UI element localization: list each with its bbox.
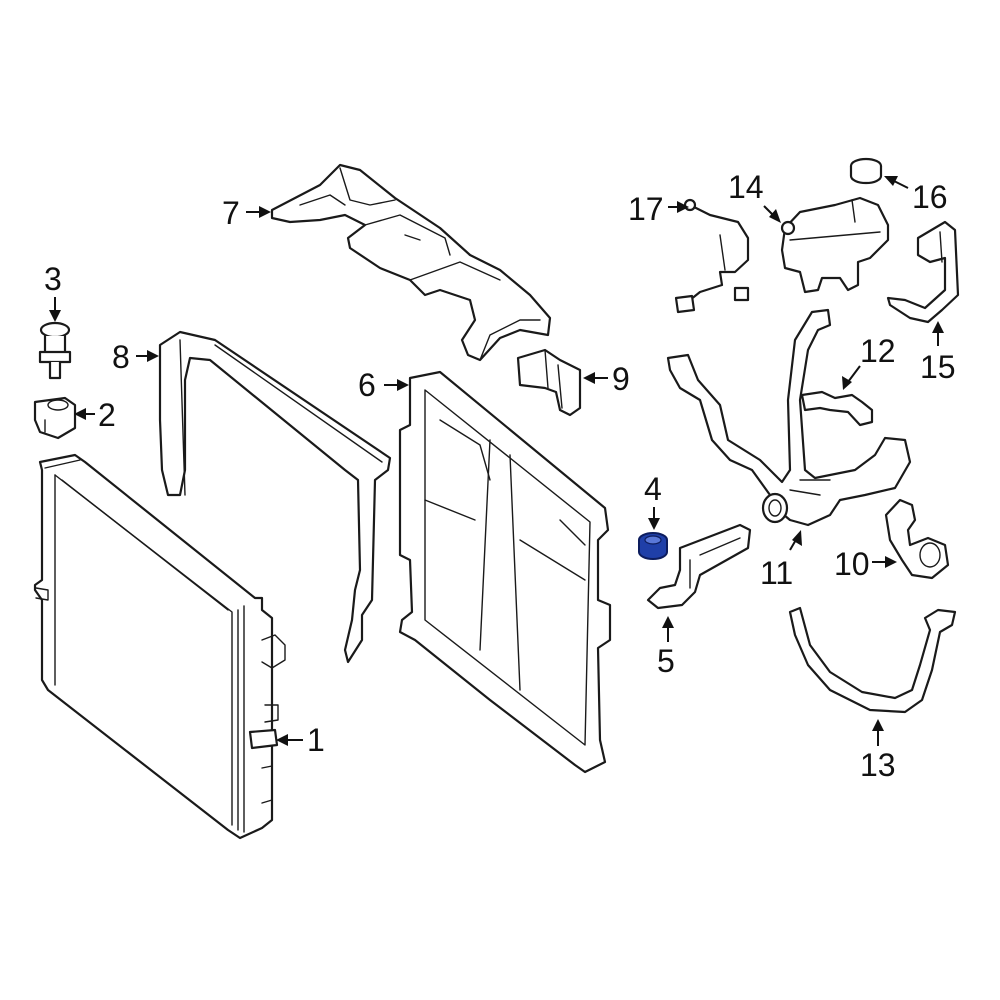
callout-label: 8 [112,339,130,375]
callout-label: 17 [628,191,664,227]
callout-label: 1 [307,722,325,758]
callout-4[interactable]: 4 [644,471,662,530]
part-radiator[interactable] [33,453,286,840]
callout-label: 2 [98,397,116,433]
part-bushing[interactable] [33,396,77,440]
callout-3[interactable]: 3 [44,261,62,322]
part-small-hose[interactable] [800,390,874,427]
part-clip[interactable] [38,321,72,380]
part-expansion-tank[interactable] [780,196,890,294]
part-deflector[interactable] [646,523,752,610]
callout-17[interactable]: 17 [628,191,689,227]
callout-label: 9 [612,361,630,397]
part-cap[interactable] [849,157,883,185]
part-tube-17[interactable] [674,198,750,314]
callout-2[interactable]: 2 [74,397,116,433]
callout-1[interactable]: 1 [276,722,325,758]
callout-11[interactable]: 11 [760,530,802,591]
callout-label: 14 [728,169,764,205]
callout-label: 4 [644,471,662,507]
part-upper-shroud[interactable] [270,163,552,362]
callout-label: 6 [358,367,376,403]
callout-label: 13 [860,747,896,783]
callout-9[interactable]: 9 [583,361,630,397]
callout-7[interactable]: 7 [222,195,271,231]
part-side-seal[interactable] [158,330,392,664]
part-hose-10[interactable] [884,498,950,580]
callout-13[interactable]: 13 [860,719,896,783]
part-main-hose[interactable] [666,308,912,527]
callout-label: 7 [222,195,240,231]
callout-5[interactable]: 5 [657,616,675,679]
callout-label: 15 [920,349,956,385]
part-hose-13[interactable] [788,606,957,714]
callout-8[interactable]: 8 [112,339,159,375]
callout-12[interactable]: 12 [842,333,896,390]
callout-label: 5 [657,643,675,679]
part-bracket[interactable] [516,348,582,417]
callouts: 1 2 3 4 5 6 [44,169,956,783]
callout-16[interactable]: 16 [884,176,948,215]
callout-6[interactable]: 6 [358,367,409,403]
callout-10[interactable]: 10 [834,546,897,582]
callout-label: 12 [860,333,896,369]
callout-14[interactable]: 14 [728,169,781,223]
part-support-frame[interactable] [398,370,612,774]
part-tank-bracket[interactable] [886,220,960,324]
callout-label: 16 [912,179,948,215]
callout-label: 3 [44,261,62,297]
callout-15[interactable]: 15 [920,321,956,385]
callout-label: 11 [760,555,793,591]
part-grommet[interactable] [638,532,668,560]
callout-label: 10 [834,546,870,582]
